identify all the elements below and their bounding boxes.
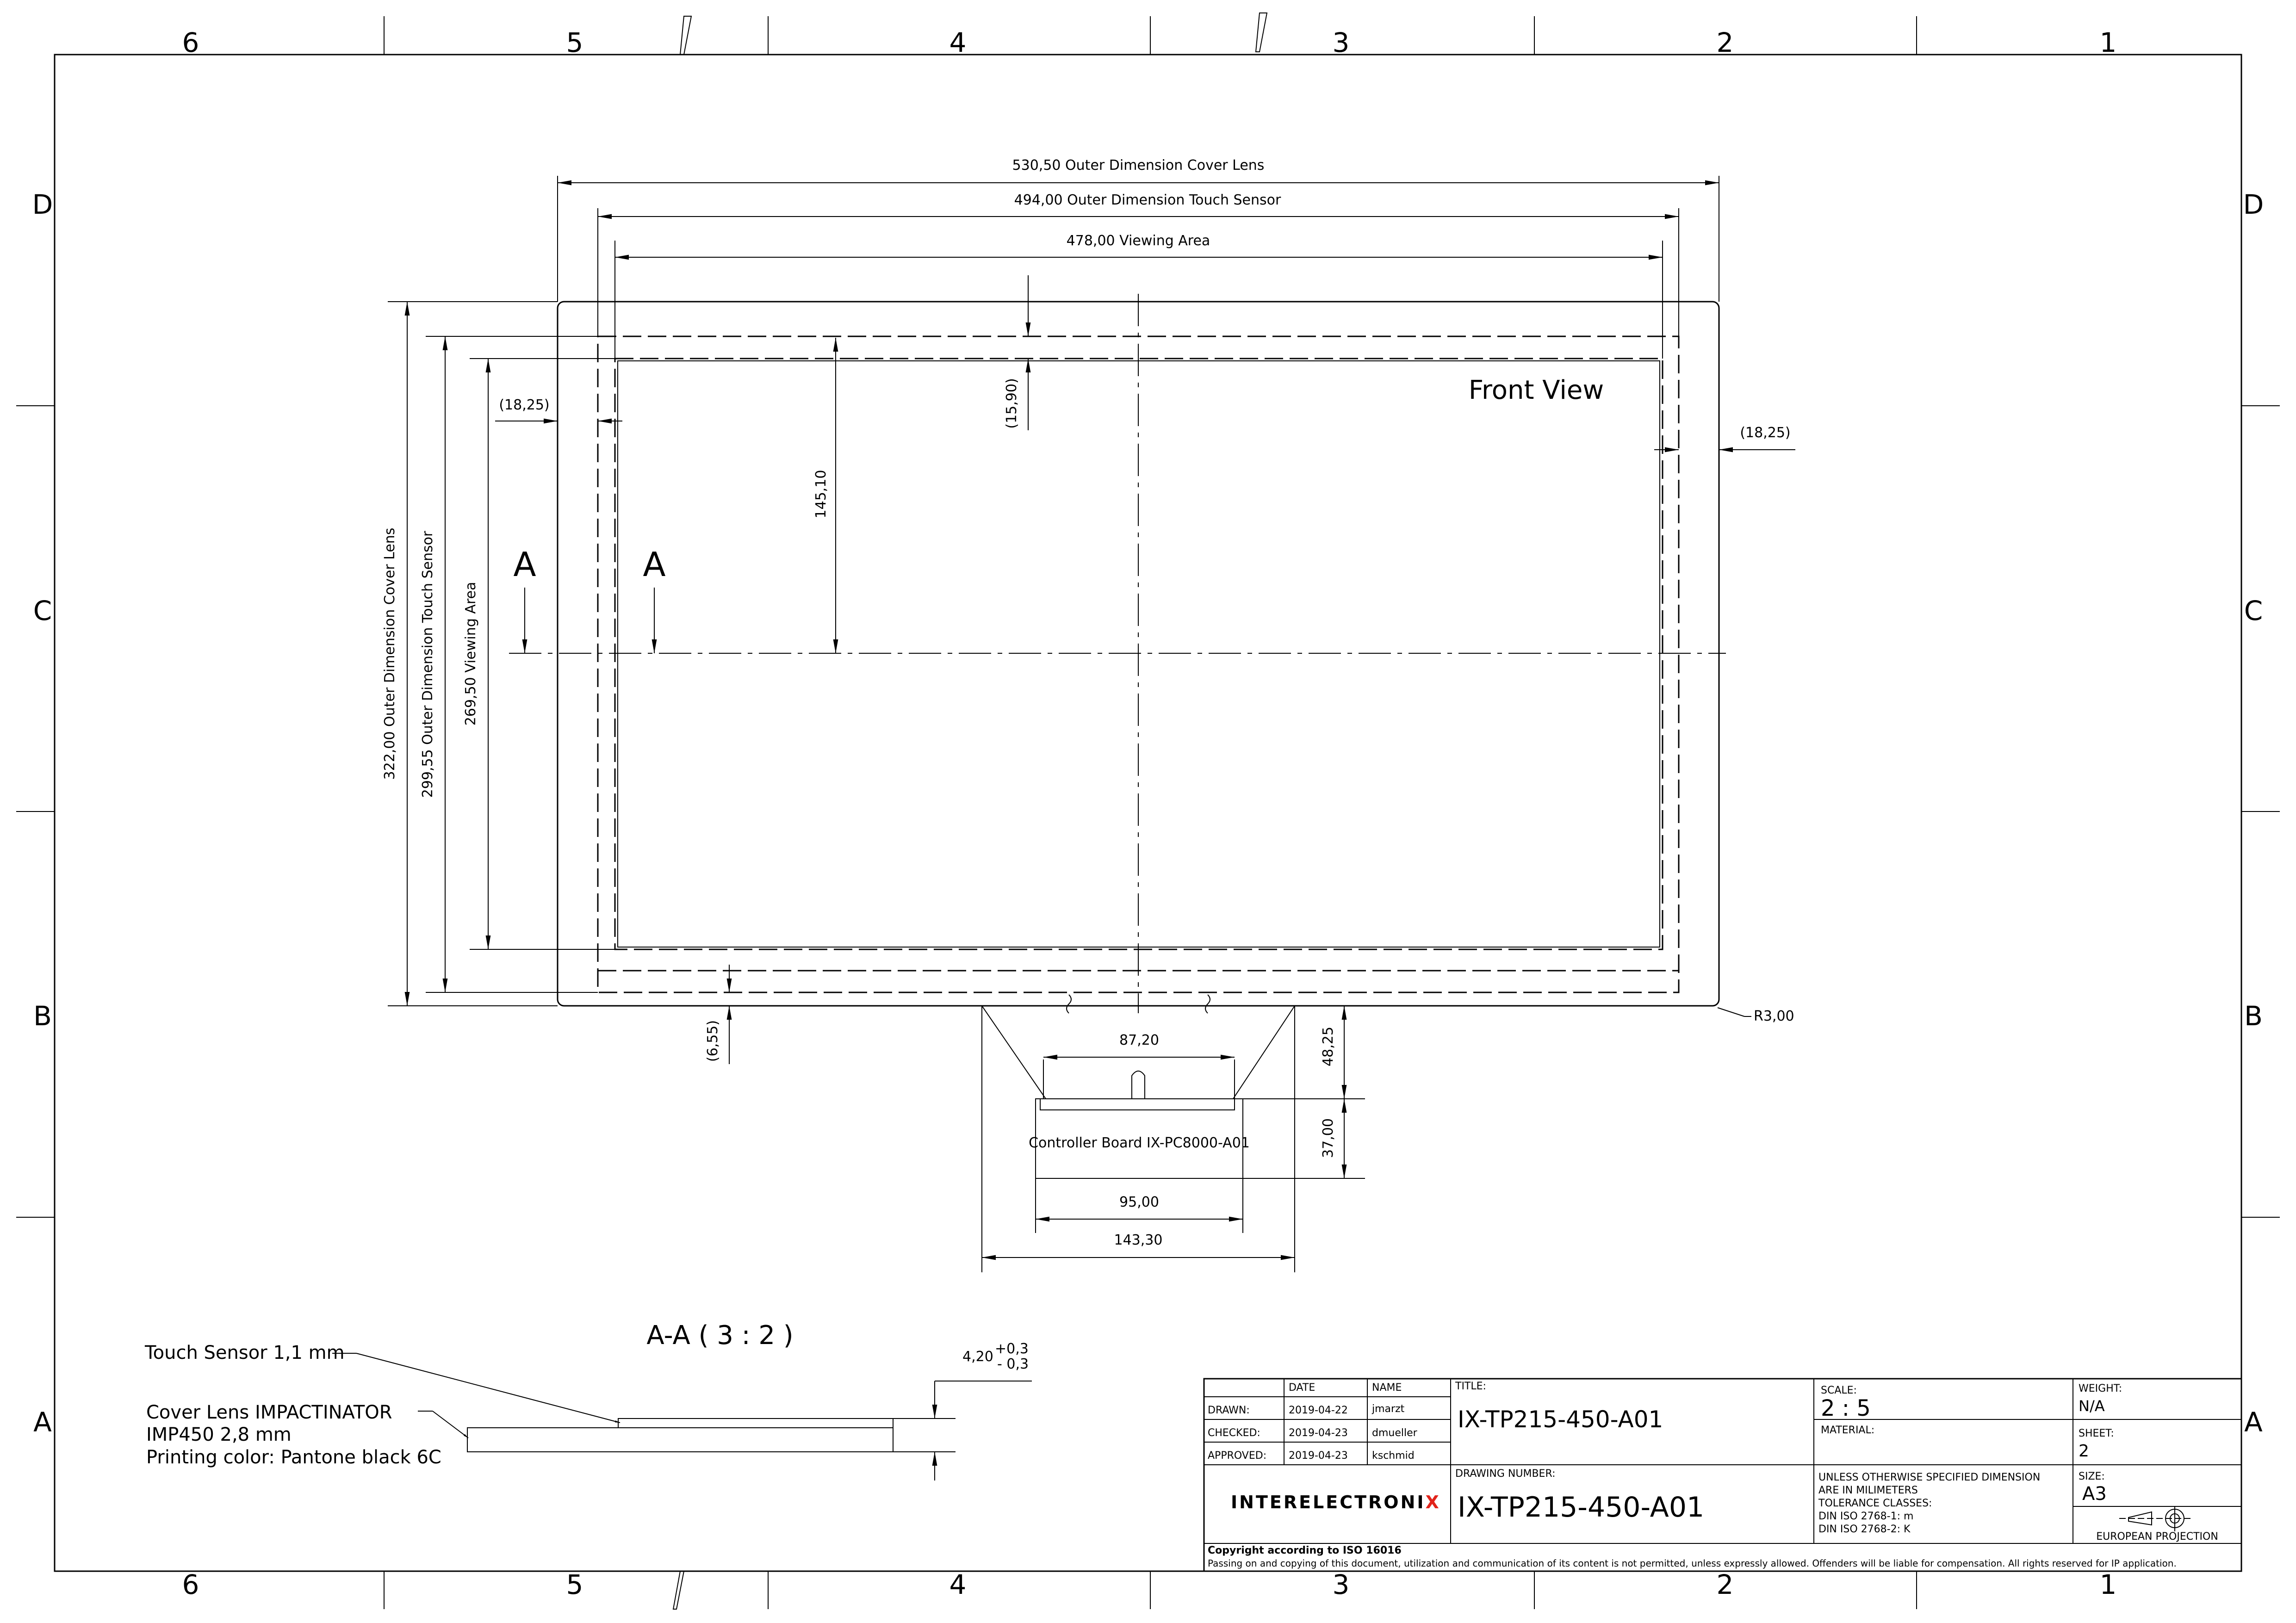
- tb-tol-2: ARE IN MILIMETERS: [1818, 1485, 1918, 1496]
- controller-board: [1035, 1098, 1243, 1179]
- dim-board-width: 95,00: [1119, 1194, 1159, 1210]
- section-title: A-A ( 3 : 2 ): [646, 1320, 793, 1350]
- dim-flex-width: 143,30: [1114, 1232, 1163, 1248]
- zone-col-4: 4: [949, 27, 967, 58]
- tb-approved-name: kschmid: [1372, 1450, 1415, 1462]
- zone-row-d-right: D: [2243, 189, 2264, 220]
- zone-col-1-bottom: 1: [2100, 1569, 2117, 1600]
- dim-radius: R3,00: [1754, 1008, 1794, 1024]
- section-touch-sensor: [618, 1418, 894, 1428]
- callout-touch-sensor: Touch Sensor 1,1 mm: [144, 1342, 345, 1363]
- copyright-text: Passing on and copying of this document,…: [1208, 1558, 2177, 1569]
- tb-tol-1: UNLESS OTHERWISE SPECIFIED DIMENSION: [1818, 1472, 2040, 1483]
- zone-col-5-bottom: 5: [566, 1569, 583, 1600]
- tb-weight-label: WEIGHT:: [2079, 1383, 2122, 1394]
- callout-cover-line-3: Printing color: Pantone black 6C: [146, 1447, 441, 1468]
- tb-size-label: SIZE:: [2079, 1471, 2105, 1482]
- tb-approved-date: 2019-04-23: [1289, 1450, 1348, 1462]
- front-view-title: Front View: [1469, 375, 1604, 405]
- tb-drawn-name: jmarzt: [1371, 1403, 1405, 1415]
- tb-sheet-label: SHEET:: [2079, 1428, 2114, 1439]
- sheet-frame: [16, 12, 2280, 1610]
- dim-tail-width: 87,20: [1119, 1032, 1159, 1048]
- dim-tol-plus: +0,3: [995, 1341, 1029, 1357]
- section-mark-right: A: [643, 545, 665, 584]
- callout-cover-line-2: IMP450 2,8 mm: [146, 1424, 292, 1445]
- dim-section-thickness: 4,20: [962, 1349, 993, 1365]
- tb-sheet-value: 2: [2079, 1442, 2089, 1461]
- tb-checked-role: CHECKED:: [1208, 1427, 1260, 1439]
- zone-row-b: B: [33, 1000, 52, 1032]
- dim-board-height: 37,00: [1320, 1118, 1336, 1158]
- tb-scale-label: SCALE:: [1821, 1385, 1857, 1396]
- section-cover-lens: [467, 1427, 894, 1452]
- dimension-offsets: (18,25) (18,25) (15,90) (6,55) R3,00: [495, 275, 1795, 1064]
- tb-drawn-role: DRAWN:: [1208, 1405, 1250, 1416]
- zone-col-1: 1: [2100, 27, 2117, 58]
- tb-scale-value: 2 : 5: [1821, 1395, 1871, 1421]
- zone-col-4-bottom: 4: [949, 1569, 967, 1600]
- company-logo: INTERELECTRONIX: [1231, 1492, 1441, 1512]
- tb-drawing-number-value: IX-TP215-450-A01: [1458, 1491, 1704, 1524]
- tb-drawing-number-label: DRAWING NUMBER:: [1455, 1468, 1555, 1480]
- dim-touch-sensor-height: 299,55 Outer Dimension Touch Sensor: [420, 531, 436, 798]
- controller-label: Controller Board IX-PC8000-A01: [1029, 1135, 1250, 1151]
- tb-tol-5: DIN ISO 2768-2: K: [1818, 1524, 1911, 1535]
- dim-touch-sensor-width: 494,00 Outer Dimension Touch Sensor: [1014, 192, 1281, 208]
- tb-col-date: DATE: [1289, 1382, 1315, 1394]
- zone-col-6-bottom: 6: [182, 1569, 199, 1600]
- zone-col-5: 5: [566, 27, 583, 58]
- tb-size-value: A3: [2082, 1483, 2107, 1505]
- zone-labels: 6 5 4 3 2 1 6 5 4 3 2 1 D C B A D C B A: [32, 27, 2264, 1600]
- dim-offset-left: (18,25): [499, 397, 549, 413]
- tb-checked-name: dmueller: [1372, 1427, 1418, 1439]
- zone-row-c-right: C: [2244, 595, 2263, 626]
- tb-col-name: NAME: [1372, 1382, 1402, 1394]
- section-mark-left: A: [513, 545, 536, 584]
- dim-viewing-area-width: 478,00 Viewing Area: [1067, 233, 1210, 249]
- tb-title-value: IX-TP215-450-A01: [1458, 1406, 1663, 1433]
- zone-col-3: 3: [1333, 27, 1350, 58]
- section-aa: A-A ( 3 : 2 ) 4,20 +0,3 - 0,3 Touch Sens…: [144, 1320, 1032, 1481]
- zone-col-3-bottom: 3: [1333, 1569, 1350, 1600]
- tb-checked-date: 2019-04-23: [1289, 1427, 1348, 1439]
- dim-cover-lens-height: 322,00 Outer Dimension Cover Lens: [382, 528, 398, 780]
- zone-row-c: C: [33, 595, 52, 626]
- zone-col-6: 6: [182, 27, 199, 58]
- dim-cover-lens-width: 530,50 Outer Dimension Cover Lens: [1012, 157, 1265, 173]
- tb-tol-3: TOLERANCE CLASSES:: [1818, 1498, 1932, 1509]
- dim-center-height: 145,10: [813, 470, 829, 519]
- tb-tol-4: DIN ISO 2768-1: m: [1818, 1511, 1913, 1522]
- tb-projection: EUROPEAN PROJECTION: [2096, 1531, 2218, 1542]
- zone-col-2: 2: [1717, 27, 1734, 58]
- zone-col-2-bottom: 2: [1717, 1569, 1734, 1600]
- zone-row-b-right: B: [2244, 1000, 2263, 1032]
- projection-symbol-icon: [2119, 1506, 2193, 1531]
- dim-offset-bottom: (6,55): [705, 1020, 721, 1062]
- tb-material-label: MATERIAL:: [1821, 1425, 1874, 1436]
- dimension-widths: 530,50 Outer Dimension Cover Lens 494,00…: [557, 157, 1719, 359]
- tb-approved-role: APPROVED:: [1208, 1450, 1266, 1462]
- callout-cover-line-1: Cover Lens IMPACTINATOR: [146, 1402, 392, 1423]
- zone-row-a-right: A: [2244, 1406, 2263, 1438]
- tb-drawn-date: 2019-04-22: [1289, 1405, 1348, 1416]
- zone-row-a: A: [33, 1406, 52, 1438]
- dimension-heights: 322,00 Outer Dimension Cover Lens 299,55…: [382, 301, 838, 1006]
- controller-assembly: Controller Board IX-PC8000-A01 87,20 95,…: [981, 994, 1365, 1272]
- section-marks: A A: [513, 545, 666, 653]
- dim-offset-top: (15,90): [1004, 378, 1020, 428]
- zone-row-d: D: [32, 189, 53, 220]
- tb-weight-value: N/A: [2079, 1397, 2105, 1415]
- dim-flex-height: 48,25: [1320, 1027, 1336, 1066]
- dim-offset-right: (18,25): [1740, 425, 1790, 441]
- tb-title-label: TITLE:: [1455, 1381, 1486, 1392]
- front-view: Front View: [509, 294, 1726, 1013]
- dim-viewing-area-height: 269,50 Viewing Area: [463, 582, 479, 726]
- title-block: DATE NAME DRAWN: 2019-04-22 jmarzt CHECK…: [1203, 1378, 2242, 1572]
- dim-tol-minus: - 0,3: [997, 1356, 1029, 1372]
- copyright-title: Copyright according to ISO 16016: [1208, 1545, 1402, 1556]
